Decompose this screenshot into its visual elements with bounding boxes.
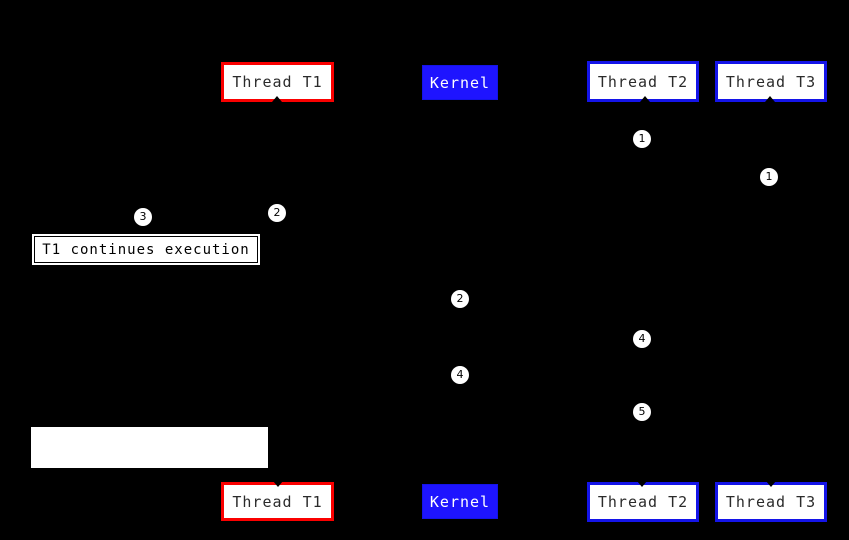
- thread-t1-box-bottom: Thread T1: [221, 482, 334, 521]
- thread-t1-box-top: Thread T1: [221, 62, 334, 102]
- thread-t3-label: Thread T3: [725, 72, 817, 91]
- arrowhead-notch-icon: [272, 96, 282, 102]
- note-text: T1 continues execution: [42, 241, 250, 258]
- thread-t3-box-bottom: Thread T3: [715, 482, 827, 522]
- arrowhead-notch-icon: [640, 96, 650, 102]
- event-marker-4-thread-t2: 4: [633, 330, 651, 348]
- arrowhead-notch-icon: [766, 481, 776, 487]
- event-marker-2-kernel: 2: [451, 290, 469, 308]
- arrowhead-notch-icon: [637, 481, 647, 487]
- thread-t2-label: Thread T2: [597, 72, 689, 91]
- event-marker-3-thread-t1: 3: [134, 208, 152, 226]
- kernel-box-bottom: Kernel: [422, 484, 498, 519]
- thread-t1-label: Thread T1: [232, 73, 323, 91]
- kernel-label: Kernel: [429, 73, 491, 92]
- thread-t2-label: Thread T2: [597, 493, 689, 511]
- thread-t2-box-bottom: Thread T2: [587, 482, 699, 522]
- kernel-box-top: Kernel: [422, 65, 498, 100]
- arrowhead-notch-icon: [765, 96, 775, 102]
- event-marker-2-thread-t1: 2: [268, 204, 286, 222]
- blank-note-box: [31, 427, 268, 468]
- thread-t3-label: Thread T3: [725, 493, 817, 511]
- arrowhead-notch-icon: [273, 481, 283, 487]
- kernel-label: Kernel: [429, 492, 491, 511]
- event-marker-5-thread-t2: 5: [633, 403, 651, 421]
- note-t1-continues-execution: T1 continues execution: [34, 236, 258, 263]
- thread-t3-box-top: Thread T3: [715, 61, 827, 102]
- event-marker-4-kernel: 4: [451, 366, 469, 384]
- thread-t1-label: Thread T1: [232, 492, 323, 511]
- event-marker-1-thread-t2: 1: [633, 130, 651, 148]
- event-marker-1-thread-t3: 1: [760, 168, 778, 186]
